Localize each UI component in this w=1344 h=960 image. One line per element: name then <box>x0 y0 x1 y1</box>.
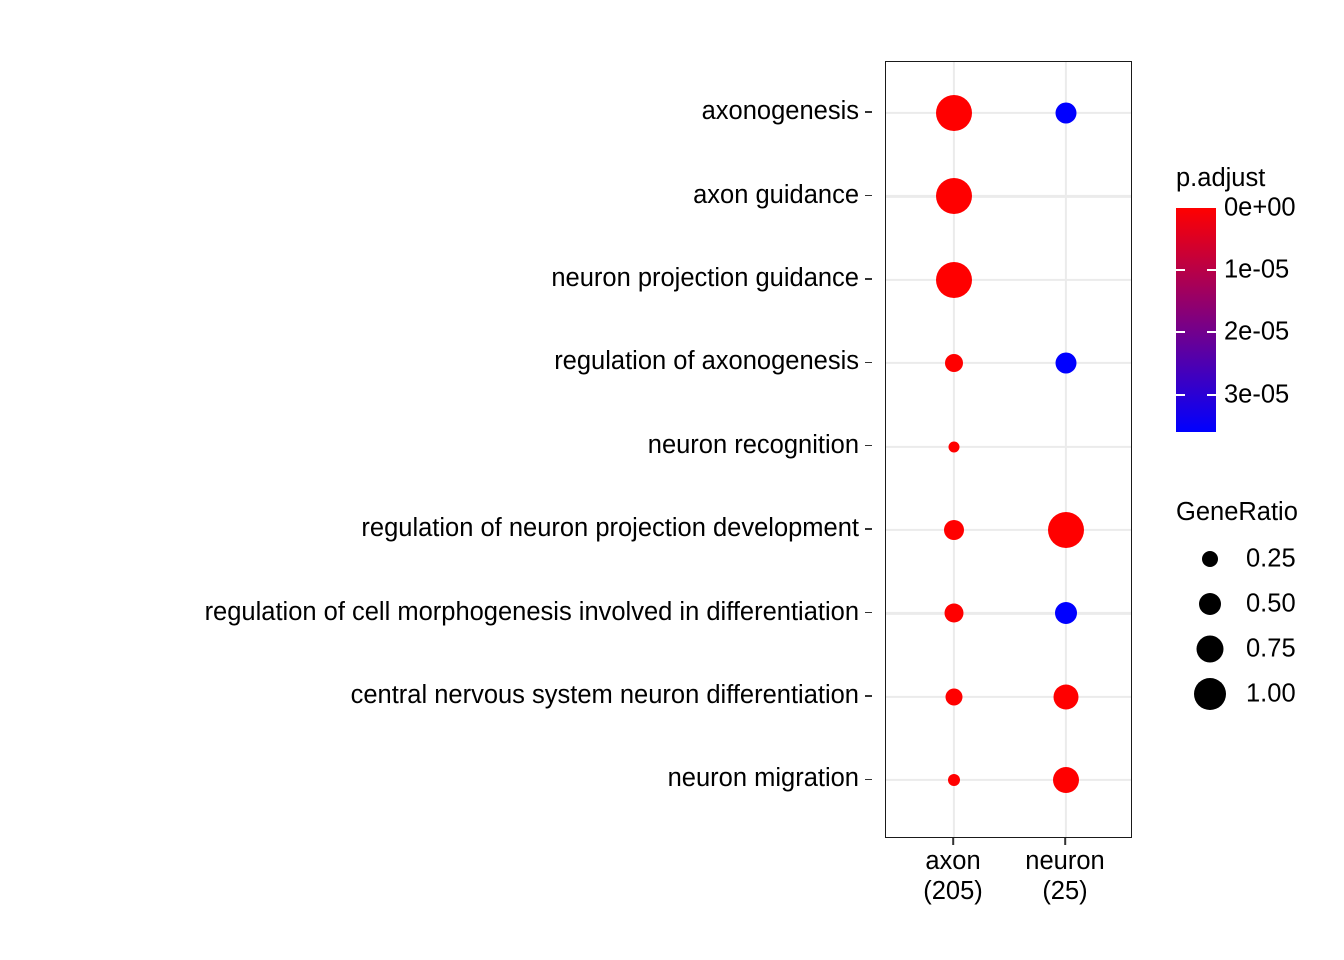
data-point-dot[interactable] <box>944 603 964 623</box>
data-point-dot[interactable] <box>1048 512 1084 548</box>
y-axis-tick <box>865 778 872 780</box>
x-axis-label: axon(205) <box>923 847 983 906</box>
x-axis-label-name: neuron <box>1025 847 1105 875</box>
size-legend-dot <box>1194 678 1226 710</box>
data-point-dot[interactable] <box>936 178 972 215</box>
gridline-horizontal <box>886 695 1131 698</box>
y-axis-label: neuron projection guidance <box>551 264 859 293</box>
x-axis-label: neuron(25) <box>1025 847 1104 906</box>
gridline-vertical <box>1064 62 1068 837</box>
colorbar-tick <box>1176 331 1185 334</box>
colorbar-tick <box>1207 269 1216 272</box>
data-point-dot[interactable] <box>1055 102 1077 124</box>
gridline-horizontal <box>886 362 1131 365</box>
gridline-horizontal <box>886 445 1131 448</box>
y-axis-tick <box>865 361 872 363</box>
y-axis-label: central nervous system neuron differenti… <box>350 681 859 710</box>
data-point-dot[interactable] <box>936 261 972 298</box>
y-axis-label: axon guidance <box>693 180 859 209</box>
padjust-legend-title: p.adjust <box>1176 164 1266 192</box>
size-legend-dot <box>1202 551 1218 567</box>
colorbar-tick <box>1207 393 1216 396</box>
y-axis-label: neuron migration <box>667 764 859 793</box>
x-axis-label-count: (205) <box>923 876 983 905</box>
y-axis-label: axonogenesis <box>701 97 859 126</box>
size-legend-dot <box>1199 593 1221 615</box>
y-axis-tick <box>865 444 872 447</box>
padjust-colorbar: 0e+00 1e-05 2e-05 3e-05 <box>1176 195 1296 432</box>
x-axis-tick <box>952 838 954 845</box>
data-point-dot[interactable] <box>1053 684 1079 710</box>
size-legend-label: 0.75 <box>1246 634 1296 663</box>
colorbar-gradient <box>1176 208 1216 432</box>
x-axis-label-name: axon <box>925 847 981 875</box>
y-axis-label: regulation of neuron projection developm… <box>361 514 859 543</box>
data-point-dot[interactable] <box>948 441 960 453</box>
gridline-horizontal <box>886 278 1131 281</box>
y-axis-label: neuron recognition <box>647 430 859 459</box>
colorbar-tick-label: 2e-05 <box>1224 317 1290 346</box>
data-point-dot[interactable] <box>945 354 963 373</box>
colorbar-tick-label: 1e-05 <box>1224 255 1290 284</box>
generatio-size-keys: 0.25 0.50 0.75 1.00 <box>1176 545 1336 725</box>
x-axis-tick <box>1064 838 1066 845</box>
data-point-dot[interactable] <box>1053 767 1079 794</box>
colorbar-tick <box>1207 331 1216 334</box>
data-point-dot[interactable] <box>945 688 963 706</box>
data-point-dot[interactable] <box>1055 352 1077 374</box>
gridline-horizontal <box>886 195 1131 198</box>
gridline-horizontal <box>886 528 1131 532</box>
plot-panel <box>885 61 1132 838</box>
size-legend-label: 0.50 <box>1246 589 1296 618</box>
size-legend-label: 0.25 <box>1246 544 1296 573</box>
colorbar-tick <box>1176 393 1185 396</box>
gridline-horizontal <box>886 779 1131 782</box>
size-legend-label: 1.00 <box>1246 679 1296 708</box>
padjust-legend: p.adjust <box>1176 164 1266 192</box>
colorbar-tick-label: 3e-05 <box>1224 379 1290 408</box>
data-point-dot[interactable] <box>948 774 960 787</box>
generatio-legend-title: GeneRatio <box>1176 498 1298 526</box>
y-axis-tick <box>865 278 872 280</box>
size-legend-dot <box>1196 635 1224 663</box>
data-point-dot[interactable] <box>936 95 972 131</box>
gridline-horizontal <box>886 111 1131 115</box>
y-axis-label: regulation of cell morphogenesis involve… <box>204 597 859 626</box>
y-axis-tick <box>865 528 872 530</box>
y-axis-tick <box>865 695 872 697</box>
x-axis-label-count: (25) <box>1042 876 1088 905</box>
colorbar-tick <box>1176 269 1185 272</box>
y-axis-labels: axonogenesis axon guidance neuron projecti… <box>0 61 872 838</box>
y-axis-tick <box>865 611 872 614</box>
data-point-dot[interactable] <box>1055 602 1077 625</box>
colorbar-tick-label: 0e+00 <box>1224 193 1296 222</box>
gridline-horizontal <box>886 612 1131 615</box>
data-point-dot[interactable] <box>944 520 964 540</box>
generatio-legend: GeneRatio <box>1176 498 1298 526</box>
y-axis-tick <box>865 194 872 197</box>
y-axis-label: regulation of axonogenesis <box>554 347 859 376</box>
y-axis-tick <box>865 111 872 113</box>
